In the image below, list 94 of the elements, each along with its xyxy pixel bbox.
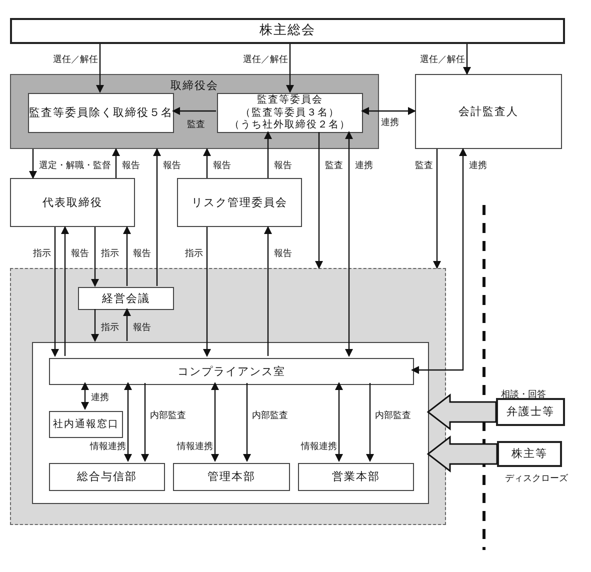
arrow — [264, 131, 272, 178]
box-label: 弁護士等 — [506, 405, 556, 419]
arrow — [203, 227, 211, 357]
arrow — [335, 382, 343, 462]
caption-text: 相談・回答 — [500, 388, 547, 401]
edge-label: 選任／解任 — [242, 53, 289, 66]
arrow — [203, 148, 211, 178]
edge-label: 指示 — [32, 247, 52, 260]
arrow — [366, 383, 374, 462]
process-box — [173, 463, 290, 491]
box-label: 代表取締役 — [42, 196, 104, 210]
edge-label: 選任／解任 — [419, 53, 466, 66]
edge-label: 報告 — [132, 321, 152, 334]
process-box — [177, 178, 302, 227]
edge-label: 内部監査 — [374, 409, 412, 422]
edge-label: 報告 — [132, 247, 152, 260]
edge-label: 報告 — [70, 247, 90, 260]
process-box — [78, 287, 174, 310]
arrow — [91, 309, 99, 342]
panel-title: 取締役会 — [170, 78, 220, 93]
party-box — [496, 398, 565, 426]
arrow — [264, 226, 272, 356]
edge-label: 報告 — [162, 159, 182, 172]
arrow — [211, 382, 219, 462]
arrow — [124, 382, 132, 462]
arrow — [463, 44, 471, 75]
edge-label: 選定・解職・監督 — [38, 159, 112, 172]
edge-label: 選任／解任 — [52, 53, 99, 66]
edge-label: 監査 — [414, 159, 434, 172]
edge-label: 連携 — [354, 159, 374, 172]
edge-label: 連携 — [468, 159, 488, 172]
arrow — [433, 149, 441, 269]
process-box — [49, 463, 165, 491]
arrow — [411, 148, 467, 374]
arrow — [91, 227, 99, 287]
edge-label: 報告 — [121, 159, 141, 172]
arrow — [172, 107, 216, 115]
box-label: 監査等委員除く取締役５名 — [29, 106, 173, 120]
arrow — [51, 227, 59, 357]
group-region — [10, 268, 446, 525]
edge-label: 内部監査 — [251, 409, 289, 422]
edge-label: 情報連携 — [300, 440, 338, 453]
process-box — [415, 74, 562, 149]
box-label: 営業本部 — [331, 470, 381, 484]
arrow — [29, 149, 37, 179]
arrow — [286, 44, 294, 93]
caption-text: ディスクローズ — [504, 472, 569, 485]
process-box — [298, 463, 414, 491]
edge-label: 連携 — [90, 391, 110, 404]
box-label: 総合与信部 — [76, 470, 138, 484]
edge-label: 監査 — [186, 118, 206, 131]
box-label: 経営会議 — [101, 292, 151, 306]
edge-label: 指示 — [100, 247, 120, 260]
party-box — [497, 441, 562, 467]
process-box — [28, 93, 174, 133]
edge-label: 監査 — [324, 159, 344, 172]
edge-label: 指示 — [184, 247, 204, 260]
arrow — [153, 148, 161, 286]
edge-label: 報告 — [273, 247, 293, 260]
box-label: 管理本部 — [206, 470, 256, 484]
arrow — [123, 308, 131, 341]
arrow — [81, 382, 89, 410]
box-label: 社内通報窓口 — [52, 418, 120, 431]
edge-label: 報告 — [273, 159, 293, 172]
arrow — [123, 226, 131, 286]
block-arrow — [426, 393, 497, 431]
process-box — [217, 93, 363, 133]
arrow — [96, 44, 104, 93]
arrow — [141, 383, 149, 462]
arrow — [361, 107, 416, 115]
edge-label: 情報連携 — [89, 440, 127, 453]
process-box — [49, 358, 414, 385]
box-label: コンプライアンス室 — [176, 364, 286, 378]
block-arrow — [426, 435, 498, 473]
group-box — [32, 342, 429, 504]
edge-label: 指示 — [100, 321, 120, 334]
edge-label: 内部監査 — [149, 409, 187, 422]
edge-label: 報告 — [212, 159, 232, 172]
arrow — [315, 132, 323, 269]
box-label: リスク管理委員会 — [190, 196, 288, 210]
box-label: 株主等 — [510, 447, 548, 461]
box-label: 会計監査人 — [458, 104, 520, 118]
process-box — [10, 178, 135, 227]
box-label: 監査等委員会（監査等委員３名）（うち社外取締役２名） — [228, 94, 352, 132]
process-box — [49, 411, 123, 438]
edge-label: 情報連携 — [176, 440, 214, 453]
arrow — [243, 383, 251, 462]
assembly-box — [10, 18, 565, 44]
edge-label: 連携 — [380, 116, 400, 129]
arrow — [61, 226, 69, 356]
arrow — [345, 131, 353, 357]
arrow — [112, 148, 120, 178]
box-label: 株主総会 — [258, 22, 316, 40]
board-band — [10, 74, 379, 149]
